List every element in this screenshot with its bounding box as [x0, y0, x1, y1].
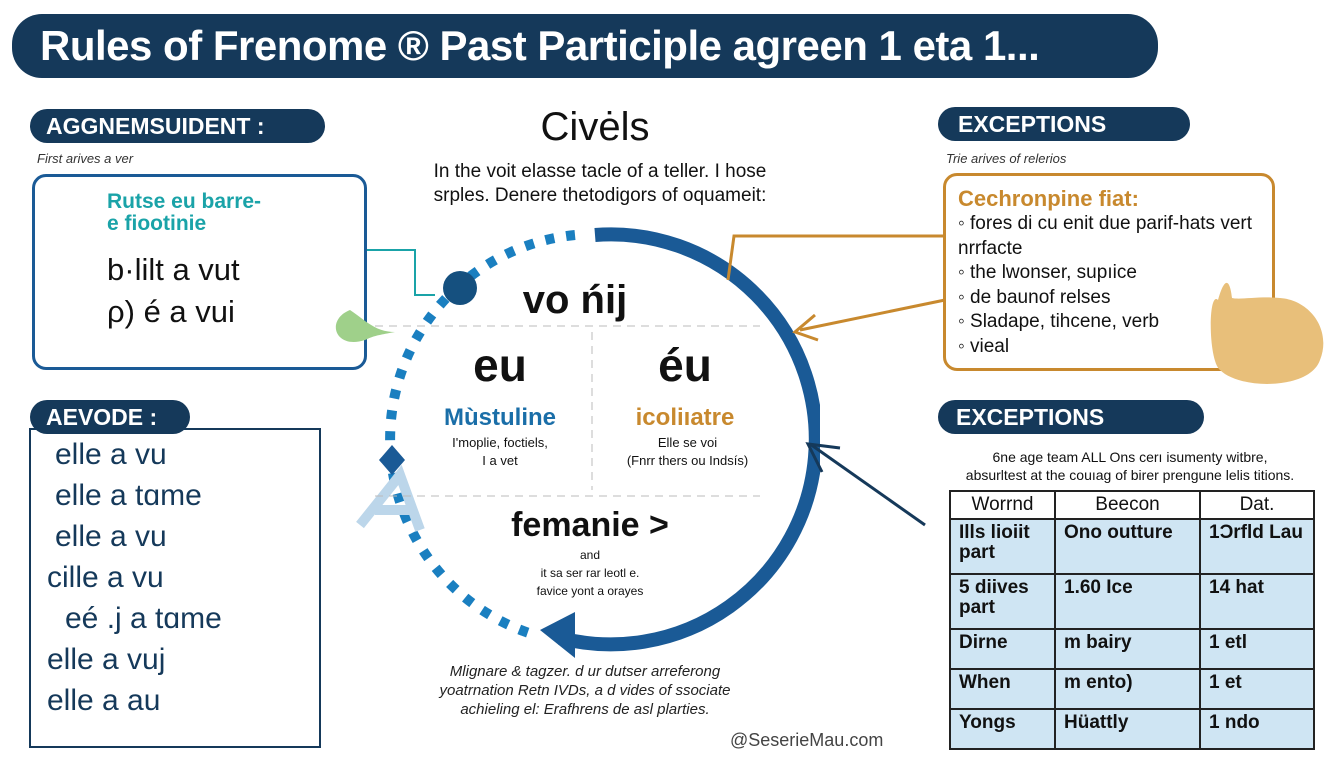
agreement-pill: AGGNEMSUIDENT :: [30, 109, 325, 143]
avoid-item: elle a tɑme: [55, 479, 202, 512]
agreement-subtitle: First arives a ver: [37, 151, 134, 166]
page-title: Rules of Frenome ® Past Participle agree…: [12, 14, 1158, 78]
avoid-item: elle a vu: [55, 438, 167, 471]
cell: 1 etl: [1199, 628, 1315, 670]
cell: Yongs: [949, 708, 1056, 750]
avoid-item: elle a au: [47, 684, 161, 717]
center-title: Civėls: [540, 105, 650, 149]
exceptions-subtitle: Trie arives of relerios: [946, 151, 1067, 166]
avoid-item: eé .j a tɑme: [65, 602, 222, 635]
masculine-text: I'moplie, foctiels, I a vet: [452, 435, 548, 468]
avoid-item: cille a vu: [47, 561, 164, 594]
bullet-item: ◦ de baunof relses: [958, 286, 1111, 308]
column-header: Beecon: [1054, 490, 1201, 520]
agreement-line: b·lilt a vut: [107, 252, 240, 287]
exceptions-pill: EXCEPTIONS: [938, 107, 1190, 141]
masculine-label: Mùstuline: [444, 404, 556, 431]
node-dot-icon: [443, 271, 477, 305]
bullet-item: ◦ the lwonser, supıice: [958, 262, 1137, 283]
cell: m ento): [1054, 668, 1201, 710]
cell: 14 hat: [1199, 573, 1315, 630]
avoid-item: elle a vuj: [47, 643, 166, 676]
center-top-label: vo ńĳ: [522, 278, 628, 322]
cell: 5 diives part: [949, 573, 1056, 630]
exceptions-table-pill: EXCEPTIONS: [938, 400, 1204, 434]
pointer-connectors: [726, 234, 1324, 384]
agreement-line: ρ) é a vui: [107, 294, 235, 329]
cell: Ills lioiit part: [949, 518, 1056, 575]
cell: Ono outture: [1054, 518, 1201, 575]
feminine-big: éu: [658, 339, 712, 391]
cell: Dirne: [949, 628, 1056, 670]
exceptions-desc: 6ne age team ALL Ons cerı isumenty witbr…: [965, 449, 1295, 483]
bullet-item: ◦ fores di cu enit due parif-hats vert n…: [958, 213, 1252, 259]
cell: Hüattly: [1054, 708, 1201, 750]
column-header: Worrnd: [949, 490, 1056, 520]
dotted-arc: [385, 230, 576, 640]
bullet-item: ◦ Sladape, tihcene, verb: [958, 311, 1160, 332]
cell: 1 ndo: [1199, 708, 1315, 750]
agreement-heading: Rutse eu barre- e fiootinie: [107, 190, 262, 235]
watermark: @SeserieMau.com: [730, 730, 884, 750]
bottom-big: femanie >: [511, 506, 669, 544]
agreement-box: Rutse eu barre- e fiootinie b·lilt a vut…: [32, 174, 367, 370]
bottom-text: it sa ser rar leotl e. favice yont a ora…: [536, 566, 644, 598]
table-header-row: Worrnd Beecon Dat.: [949, 490, 1315, 520]
arrow-head-icon: [540, 612, 575, 658]
column-header: Dat.: [1199, 490, 1315, 520]
cell: m bairy: [1054, 628, 1201, 670]
bullet-item: ◦ vieal: [958, 335, 1010, 357]
center-footer: Mlignare & tagzer. d ur dutser arreferon…: [439, 663, 731, 718]
cell: 1.60 Ice: [1054, 573, 1201, 630]
avoid-item: elle a vu: [55, 520, 167, 553]
feminine-label: icoliıatre: [635, 404, 735, 431]
arrow-icon: [805, 442, 926, 527]
exceptions-bullets: ◦ fores di cu enit due parif-hats vert n…: [958, 212, 1263, 359]
cell: 1 et: [1199, 668, 1315, 710]
cell: 1Ɔrfld Lau: [1199, 518, 1315, 575]
feminine-text: Elle se voi (Fnrr thers ou Indsís): [626, 435, 749, 468]
bottom-and: and: [579, 548, 601, 562]
leaf-connector-icon: [335, 249, 435, 343]
masculine-big: eu: [473, 339, 527, 391]
avoid-list: elle a vu elle a tɑme elle a vu cille a …: [29, 428, 321, 748]
center-intro: In the voit elasse tacle of a teller. I …: [433, 161, 767, 206]
diamond-icon: [379, 445, 405, 475]
cell: When: [949, 668, 1056, 710]
pen-icon: [356, 464, 425, 532]
pointing-hand-icon: [1210, 282, 1324, 384]
exceptions-box: Cechronpine fiat: ◦ fores di cu enit due…: [943, 173, 1275, 371]
exceptions-heading: Cechronpine fiat:: [958, 186, 1139, 211]
